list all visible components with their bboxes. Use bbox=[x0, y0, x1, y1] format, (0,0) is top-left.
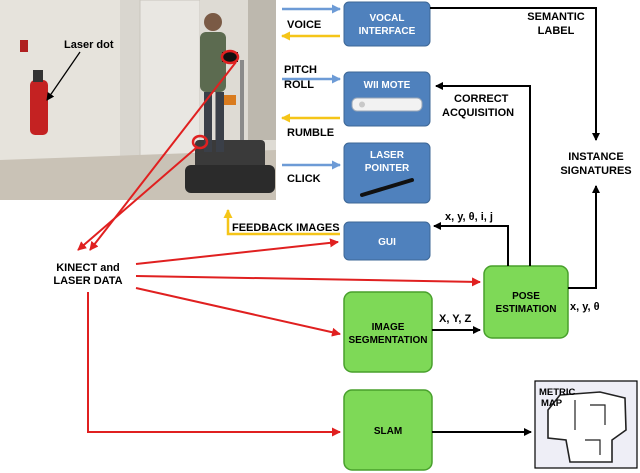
vocal-interface-line2: INTERFACE bbox=[359, 26, 416, 37]
map-floorplan-shape bbox=[547, 391, 627, 463]
pose-estimation-box: POSE ESTIMATION bbox=[483, 265, 569, 339]
roll-label: ROLL bbox=[284, 79, 314, 91]
correct-label: CORRECT bbox=[454, 93, 509, 105]
seg-pose-label: X, Y, Z bbox=[439, 313, 471, 325]
instance-signatures-line1: INSTANCE bbox=[568, 151, 623, 163]
pose-out-label: x, y, θ bbox=[570, 301, 600, 313]
kinect-laser-line1: KINECT and bbox=[56, 262, 120, 274]
map-walls-shape bbox=[574, 400, 606, 455]
pose-estimation-line2: ESTIMATION bbox=[496, 304, 557, 315]
data-to-gui-arrow bbox=[135, 238, 339, 265]
wii-remote-icon bbox=[351, 97, 423, 112]
correct-acquisition-arrow bbox=[435, 82, 531, 266]
vocal-interface-box: VOCAL INTERFACE bbox=[343, 1, 431, 47]
pose-to-gui-arrow bbox=[433, 222, 509, 266]
laser-pointer-line2: POINTER bbox=[365, 163, 410, 174]
click-label: CLICK bbox=[287, 173, 321, 185]
slam-box: SLAM bbox=[343, 389, 433, 471]
gui-pose-label: x, y, θ, i, j bbox=[445, 211, 493, 223]
laser-dot-pointer bbox=[46, 51, 81, 101]
wii-mote-box: WII MOTE bbox=[343, 71, 431, 127]
acquisition-label: ACQUISITION bbox=[442, 107, 514, 119]
wii-dpad-icon bbox=[359, 101, 365, 108]
metric-map: METRIC MAP bbox=[534, 380, 638, 469]
image-segmentation-box: IMAGE SEGMENTATION bbox=[343, 291, 433, 373]
laser-dot-label: Laser dot bbox=[64, 39, 114, 51]
robot-photo: Laser dot bbox=[0, 0, 276, 200]
instance-signatures-line2: SIGNATURES bbox=[560, 165, 631, 177]
vocal-interface-line1: VOCAL bbox=[370, 13, 405, 24]
kinect-laser-line2: LASER DATA bbox=[53, 275, 122, 287]
image-segmentation-line1: IMAGE bbox=[372, 322, 405, 333]
pitch-label: PITCH bbox=[284, 64, 317, 76]
semantic-label-line2: LABEL bbox=[538, 25, 575, 37]
wii-mote-label: WII MOTE bbox=[364, 80, 411, 91]
data-to-pose-arrow bbox=[135, 275, 481, 287]
slam-label: SLAM bbox=[374, 426, 402, 437]
laser-pointer-line1: LASER bbox=[370, 150, 405, 161]
data-to-slam-arrow bbox=[87, 292, 341, 437]
laser-pen-icon bbox=[360, 178, 414, 197]
semantic-label-arrow bbox=[430, 7, 600, 141]
gui-label: GUI bbox=[378, 237, 396, 248]
laser-to-data-arrow bbox=[77, 147, 197, 251]
semantic-label-line1: SEMANTIC bbox=[527, 11, 585, 23]
metric-map-line1: METRIC bbox=[539, 387, 576, 398]
pose-to-signatures-arrow bbox=[568, 185, 600, 289]
data-to-segmentation-arrow bbox=[135, 287, 341, 337]
feedback-images-arrow bbox=[223, 209, 340, 236]
pose-estimation-line1: POSE bbox=[512, 291, 540, 302]
gui-box: GUI bbox=[343, 221, 431, 261]
feedback-images-label: FEEDBACK IMAGES bbox=[232, 222, 340, 234]
voice-label: VOICE bbox=[287, 19, 321, 31]
image-segmentation-line2: SEGMENTATION bbox=[348, 335, 427, 346]
metric-map-line2: MAP bbox=[541, 398, 563, 409]
laser-pointer-box: LASER POINTER bbox=[343, 142, 431, 204]
rumble-label: RUMBLE bbox=[287, 127, 334, 139]
